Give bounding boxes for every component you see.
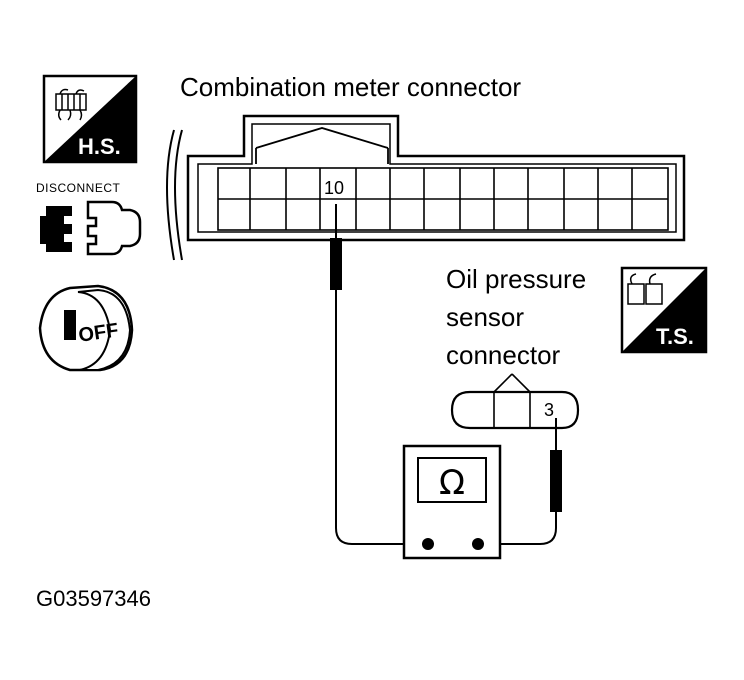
oil-sensor-title-line3: connector	[446, 340, 561, 370]
ts-badge-label: T.S.	[656, 324, 694, 349]
terminal-connector-icon	[627, 273, 663, 305]
ignition-off-icon: OFF	[38, 284, 134, 372]
meter-terminal-right	[472, 538, 484, 550]
probe-lead-right	[478, 418, 562, 545]
probe-lead-left	[330, 204, 428, 545]
hs-badge-label: H.S.	[78, 134, 121, 159]
oil-sensor-title-line1: Oil pressure	[446, 264, 586, 294]
sensor-pin-number: 3	[544, 400, 554, 420]
combination-meter-title: Combination meter connector	[180, 72, 521, 102]
harness-connector-icon	[55, 88, 87, 121]
disconnect-icon: DISCONNECT	[36, 181, 142, 256]
figure-code: G03597346	[36, 586, 151, 611]
connector-pin-grid	[217, 167, 669, 231]
meter-terminal-left	[422, 538, 434, 550]
ts-badge-icon: T.S.	[620, 266, 708, 354]
oil-sensor-title-line2: sensor	[446, 302, 524, 332]
meter-pin-number: 10	[324, 178, 344, 198]
oil-sensor-connector: 3	[450, 373, 580, 430]
ohmmeter: Ω	[402, 444, 502, 560]
ohm-symbol: Ω	[439, 463, 465, 503]
combination-meter-connector: 10	[166, 114, 686, 261]
disconnect-label: DISCONNECT	[36, 181, 121, 195]
hs-badge-icon: H.S.	[42, 74, 138, 164]
